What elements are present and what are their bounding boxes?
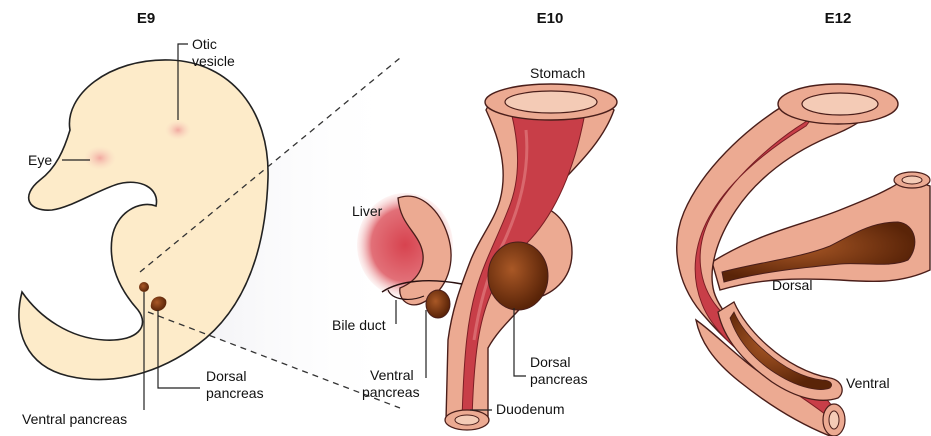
e9-title: E9 — [137, 10, 155, 27]
ventral-pancreas-e9-label: Ventral pancreas — [22, 411, 127, 427]
duodenum-label: Duodenum — [496, 401, 565, 417]
dorsal-pancreas-e10-label-line2: pancreas — [530, 371, 588, 387]
liver-label: Liver — [352, 203, 383, 219]
otic-vesicle-label-line1: Otic — [192, 36, 217, 52]
e12-stomach-opening — [802, 93, 878, 115]
dorsal-pancreas-e9-label-line2: pancreas — [206, 385, 264, 401]
e10-duodenum-opening — [455, 415, 479, 425]
eye-spot — [84, 146, 116, 170]
dorsal-e12-label: Dorsal — [772, 277, 812, 293]
ventral-pancreas-e10-label-line2: pancreas — [362, 384, 420, 400]
e10-panel: E10 Stomach Liver Bile duct — [332, 10, 617, 430]
e10-title: E10 — [537, 10, 564, 27]
otic-vesicle-label-line2: vesicle — [192, 53, 235, 69]
otic-vesicle-spot — [165, 120, 191, 140]
bile-duct-label: Bile duct — [332, 317, 386, 333]
dorsal-pancreas-e10-leader — [514, 308, 526, 376]
e12-title: E12 — [825, 10, 852, 27]
dorsal-pancreas-e10-label-line1: Dorsal — [530, 354, 570, 370]
e9-panel: E9 Otic vesicle Eye Dorsal pancreas Vent… — [19, 10, 400, 427]
ventral-e12-label: Ventral — [846, 375, 890, 391]
dorsal-pancreas-e9-label-line1: Dorsal — [206, 368, 246, 384]
e10-stomach-opening — [505, 91, 597, 113]
ventral-pancreas-e10-label-line1: Ventral — [370, 367, 414, 383]
stomach-label: Stomach — [530, 65, 585, 81]
e12-duodenum-opening — [829, 411, 839, 429]
e10-ventral-pancreas — [426, 290, 450, 318]
e10-dorsal-pancreas — [488, 242, 548, 310]
e9-ventral-pancreas-bud — [139, 282, 149, 292]
eye-label: Eye — [28, 152, 52, 168]
e12-panel: E12 Dorsal Ventral — [677, 10, 930, 436]
e12-dorsal-duct-opening — [902, 176, 922, 184]
